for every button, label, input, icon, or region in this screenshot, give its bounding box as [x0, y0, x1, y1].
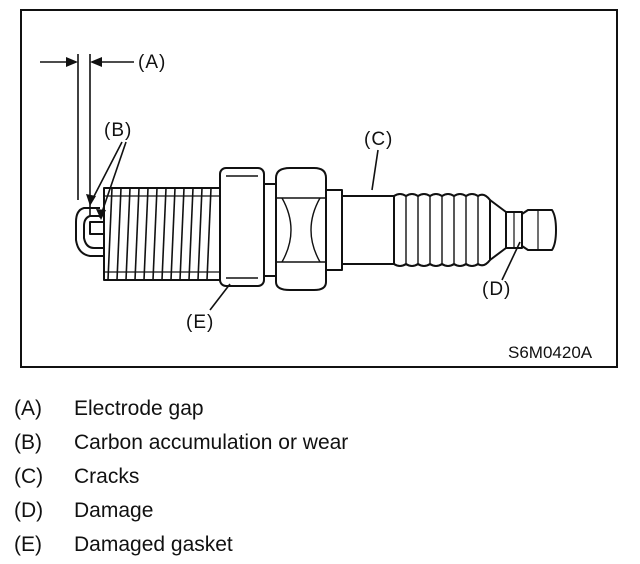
legend-item: (D) Damage	[14, 494, 614, 528]
figure-code: S6M0420A	[508, 343, 593, 362]
callout-a: (A)	[138, 52, 166, 73]
legend: (A) Electrode gap (B) Carbon accumulatio…	[14, 392, 614, 562]
legend-text: Damage	[74, 499, 154, 522]
callout-b: (B)	[104, 120, 132, 141]
legend-text: Electrode gap	[74, 397, 204, 420]
legend-item: (B) Carbon accumulation or wear	[14, 426, 614, 460]
gap-arrowheads	[66, 57, 106, 220]
callout-lines	[40, 54, 521, 311]
legend-key: (B)	[14, 431, 42, 454]
legend-item: (E) Damaged gasket	[14, 528, 614, 562]
legend-key: (C)	[14, 465, 44, 488]
legend-text: Carbon accumulation or wear	[74, 431, 349, 454]
callout-e: (E)	[186, 312, 214, 333]
legend-key: (A)	[14, 397, 42, 420]
legend-key: (D)	[14, 499, 44, 522]
spark-plug-diagram: (A) (B) (C) (D) (E) S6M0420A	[20, 9, 618, 368]
spark-plug-drawing	[75, 167, 557, 291]
legend-item: (A) Electrode gap	[14, 392, 614, 426]
legend-text: Damaged gasket	[74, 533, 233, 556]
legend-item: (C) Cracks	[14, 460, 614, 494]
legend-text: Cracks	[74, 465, 140, 488]
callout-c: (C)	[364, 129, 393, 150]
callout-d: (D)	[482, 279, 511, 300]
figure-frame	[20, 9, 618, 368]
legend-key: (E)	[14, 533, 42, 556]
